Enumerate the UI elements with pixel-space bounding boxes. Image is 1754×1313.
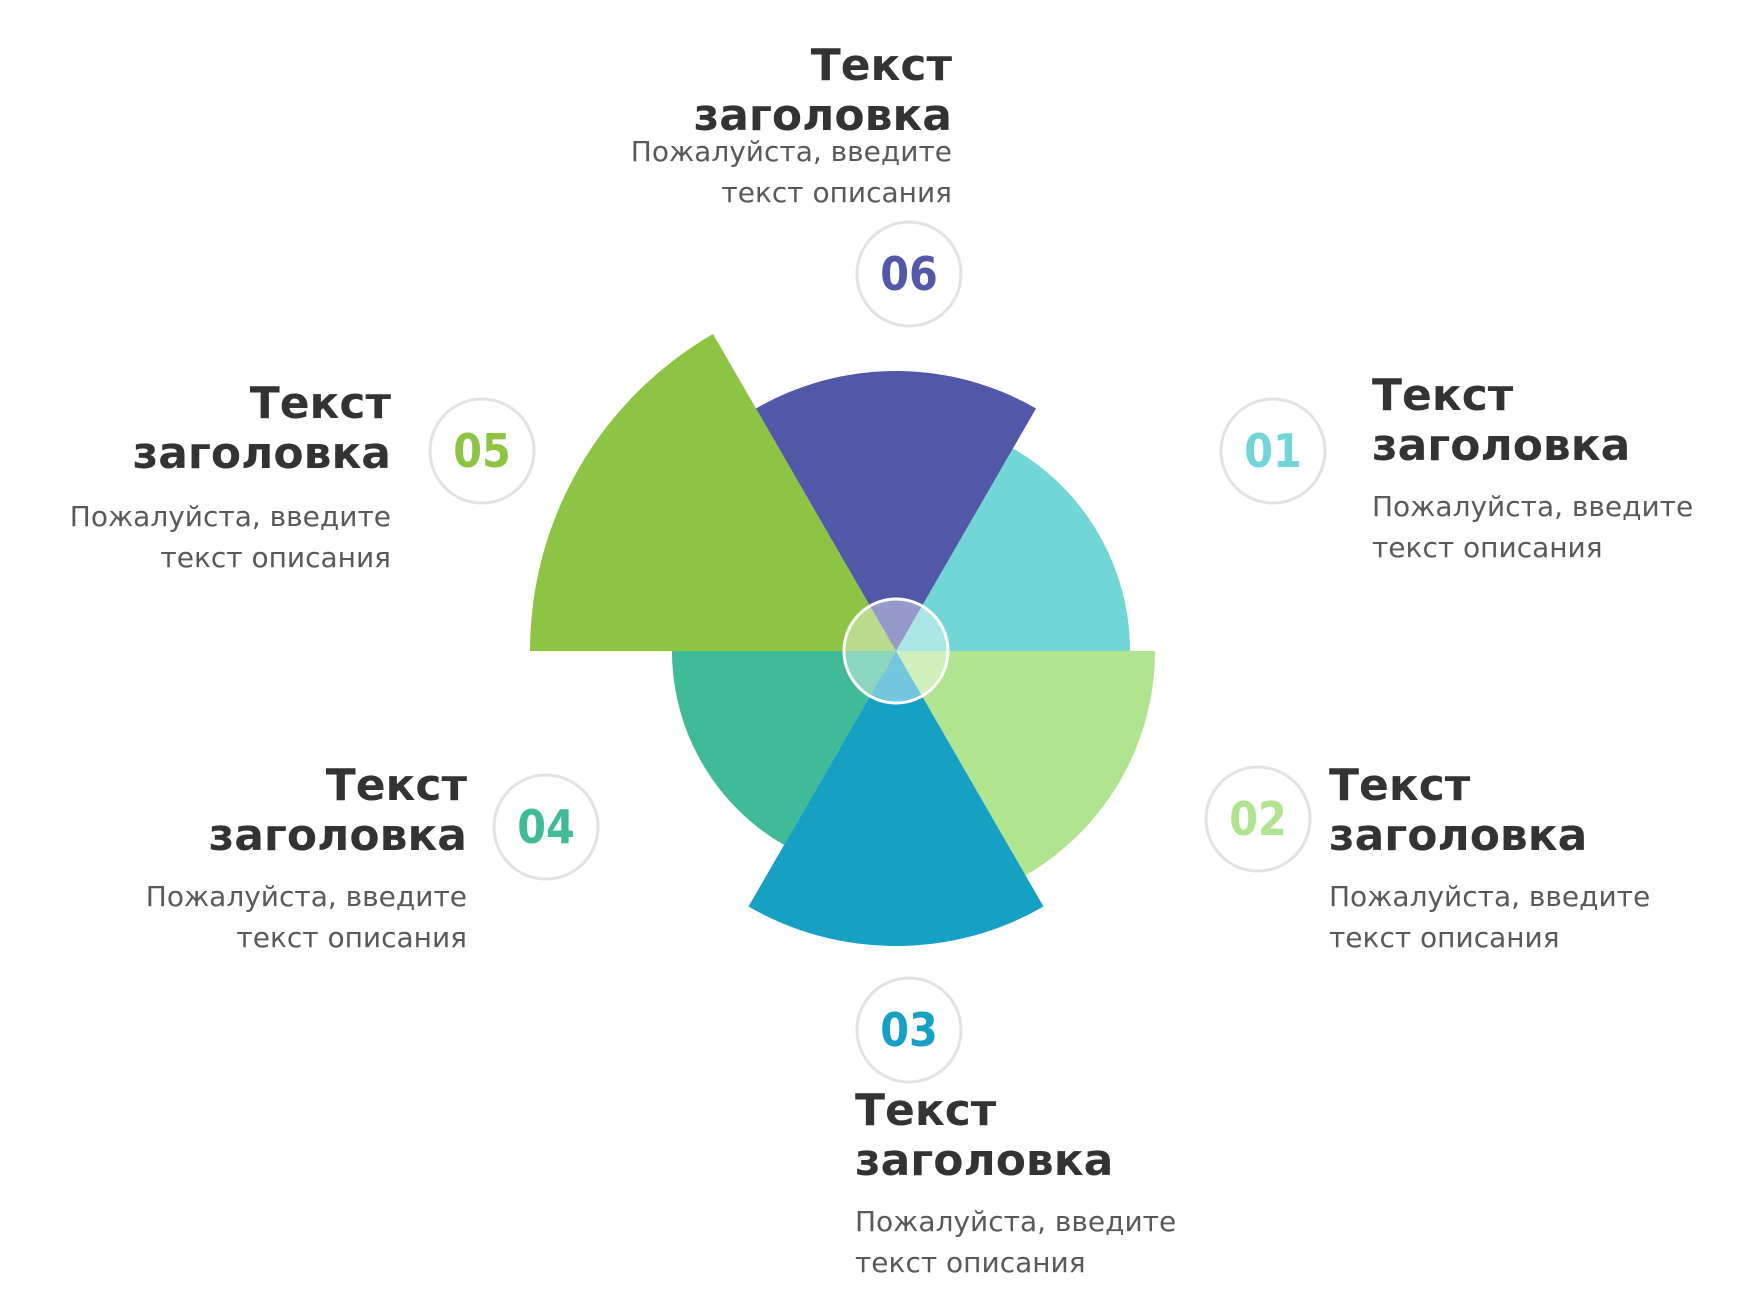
badge-03: 03	[855, 976, 963, 1084]
label-title-line2: заголовка	[1329, 810, 1587, 861]
label-title-line1: Текст	[811, 40, 953, 91]
badge-number: 06	[880, 247, 938, 301]
badge-number: 04	[517, 800, 575, 854]
label-05: Текст заголовка Пожалуйста, введите текс…	[70, 378, 392, 574]
label-title-line1: Текст	[250, 378, 392, 429]
badge-01: 01	[1219, 397, 1327, 505]
badge-ring	[428, 397, 536, 505]
label-desc-line2: текст описания	[160, 541, 391, 574]
label-title-line2: заголовка	[855, 1135, 1113, 1186]
badge-ring	[1204, 765, 1312, 873]
badge-06: 06	[855, 220, 963, 328]
label-title-line2: заголовка	[1372, 420, 1630, 471]
label-title-line1: Текст	[326, 760, 468, 811]
label-desc-line2: текст описания	[855, 1246, 1086, 1279]
label-title-line2: заголовка	[694, 90, 952, 141]
badge-number: 02	[1229, 792, 1287, 846]
petal-06	[756, 370, 1036, 651]
label-title-line2: заголовка	[133, 428, 391, 479]
label-06: Текст заголовка Пожалуйста, введите текс…	[631, 40, 953, 209]
badge-number: 01	[1244, 424, 1302, 478]
petal-03	[748, 651, 1044, 947]
badge-05: 05	[428, 397, 536, 505]
petal-01	[896, 448, 1130, 651]
label-title-line1: Текст	[855, 1085, 997, 1136]
label-02: Текст заголовка Пожалуйста, введите текс…	[1329, 760, 1650, 954]
badge-ring	[855, 220, 963, 328]
label-desc-line2: текст описания	[1329, 921, 1560, 954]
label-desc-line1: Пожалуйста, введите	[1372, 490, 1693, 523]
badge-04: 04	[492, 773, 600, 881]
label-desc-line1: Пожалуйста, введите	[855, 1205, 1176, 1238]
label-desc-line1: Пожалуйста, введите	[70, 500, 391, 533]
badge-ring	[855, 976, 963, 1084]
label-desc-line1: Пожалуйста, введите	[631, 135, 952, 168]
label-title-line1: Текст	[1372, 370, 1514, 421]
badge-number: 05	[453, 424, 511, 478]
badge-ring	[492, 773, 600, 881]
label-03: Текст заголовка Пожалуйста, введите текс…	[855, 1085, 1176, 1279]
label-title-line2: заголовка	[209, 810, 467, 861]
badge-ring	[1219, 397, 1327, 505]
petal-05	[530, 334, 896, 651]
label-desc-line2: текст описания	[236, 921, 467, 954]
badge-number: 03	[880, 1003, 938, 1057]
label-04: Текст заголовка Пожалуйста, введите текс…	[146, 760, 468, 954]
petal-02	[896, 651, 1155, 876]
label-title-line1: Текст	[1329, 760, 1471, 811]
label-desc-line1: Пожалуйста, введите	[146, 880, 467, 913]
label-desc-line2: текст описания	[721, 176, 952, 209]
label-desc-line1: Пожалуйста, введите	[1329, 880, 1650, 913]
rose-petals	[530, 334, 1155, 947]
center-hub	[842, 597, 950, 705]
label-desc-line2: текст описания	[1372, 531, 1603, 564]
badge-02: 02	[1204, 765, 1312, 873]
label-01: Текст заголовка Пожалуйста, введите текс…	[1372, 370, 1693, 564]
petal-04	[672, 651, 896, 845]
